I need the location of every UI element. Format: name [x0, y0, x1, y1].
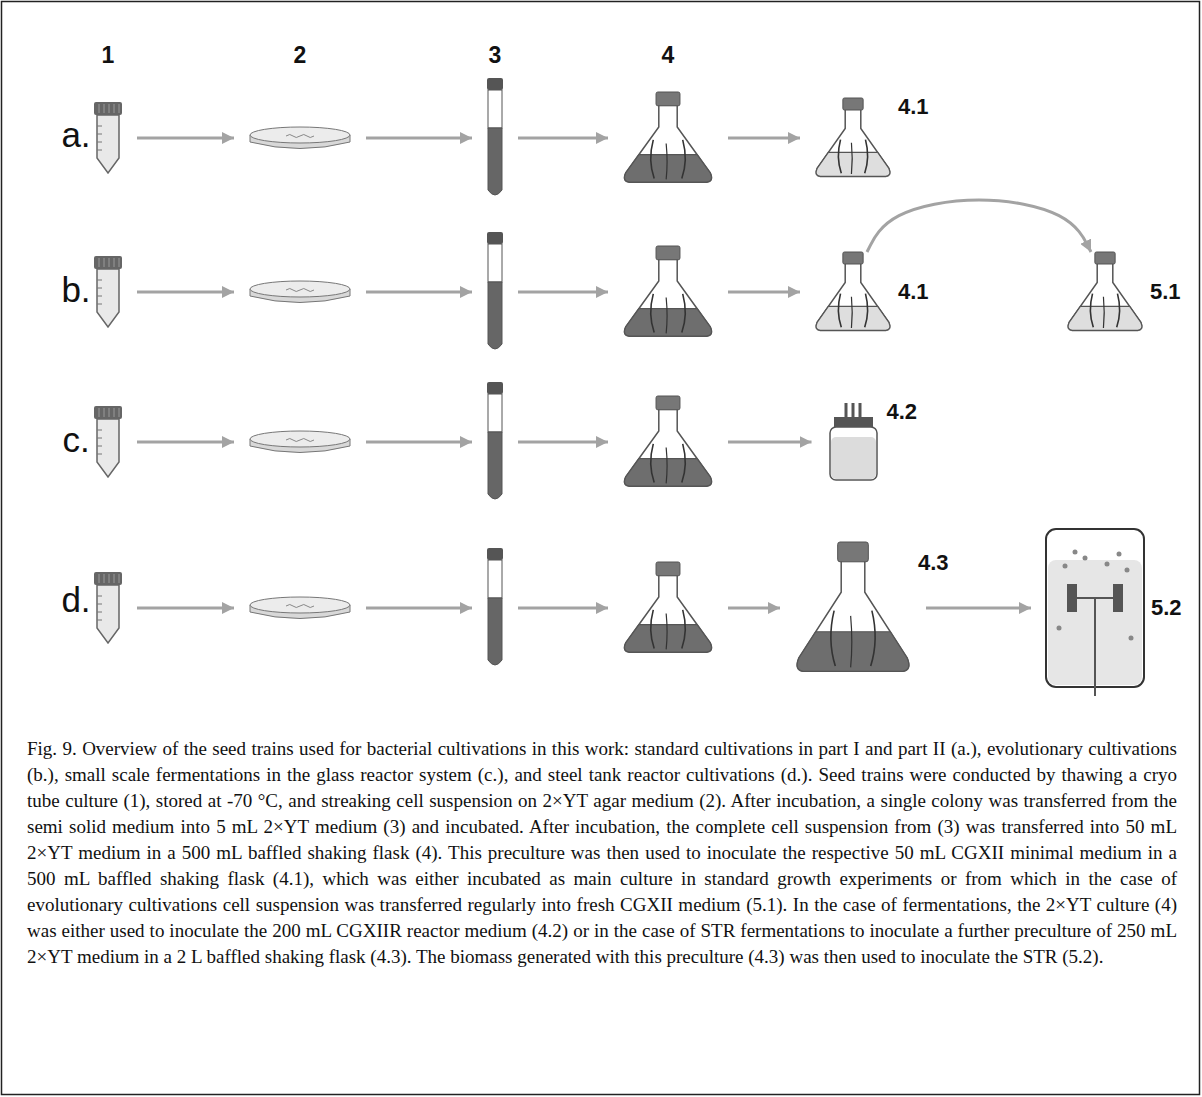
column-number: 1	[102, 42, 115, 68]
vessel-icon: 4.1	[800, 252, 906, 332]
vessel-drawing	[248, 595, 352, 621]
vessel-drawing	[622, 396, 714, 488]
vessel-icon	[472, 382, 518, 502]
row-letter: a.	[61, 115, 90, 154]
vessel-icon	[79, 256, 137, 328]
step-label-wrap: 5.1	[1150, 279, 1181, 305]
transfer-arrow	[518, 291, 608, 294]
vessel-icon: 4.1	[800, 98, 906, 178]
vessel-icon	[608, 396, 728, 488]
transfer-arrow	[366, 291, 472, 294]
column-number: 1	[102, 42, 115, 69]
vessel-icon	[234, 279, 366, 305]
step-label: 4.2	[887, 399, 918, 424]
vessel-icon	[472, 78, 518, 198]
transfer-arrow	[728, 607, 780, 610]
transfer-arrow	[518, 137, 608, 140]
column-number: 3	[489, 42, 502, 68]
vessel-icon	[472, 232, 518, 352]
transfer-arrow	[366, 137, 472, 140]
row-letter: a.	[61, 115, 90, 155]
column-number: 2	[294, 42, 307, 68]
vessel-icon: 5.2	[1031, 528, 1159, 688]
column-number: 3	[489, 42, 502, 69]
transfer-arrow	[366, 607, 472, 610]
step-label: 5.2	[1151, 595, 1182, 620]
row-letter: c.	[62, 420, 89, 460]
vessel-icon	[608, 562, 728, 654]
vessel-drawing	[93, 406, 123, 478]
vessel-drawing	[248, 429, 352, 455]
vessel-drawing	[248, 279, 352, 305]
vessel-icon: 4.2	[812, 403, 895, 481]
step-label-wrap: 4.3	[918, 550, 949, 576]
vessel-drawing	[486, 232, 504, 352]
transfer-arrow	[366, 441, 472, 444]
transfer-arrow	[728, 441, 812, 444]
vessel-icon: 4.3	[780, 542, 926, 674]
vessel-drawing	[93, 102, 123, 174]
vessel-icon	[608, 246, 728, 338]
vessel-icon	[234, 595, 366, 621]
column-number: 4	[662, 42, 675, 69]
vessel-drawing	[93, 256, 123, 328]
step-label: 4.1	[898, 94, 929, 119]
step-label-wrap: 4.2	[887, 399, 918, 425]
vessel-icon	[234, 429, 366, 455]
vessel-drawing	[622, 562, 714, 654]
vessel-drawing	[486, 382, 504, 502]
vessel-drawing	[794, 542, 912, 674]
vessel-drawing	[1045, 528, 1145, 688]
transfer-arrow	[867, 200, 1091, 252]
vessel-icon	[608, 92, 728, 184]
transfer-arrow	[926, 607, 1031, 610]
transfer-arrow	[728, 137, 800, 140]
transfer-arrow	[518, 441, 608, 444]
transfer-arrow	[137, 441, 234, 444]
vessel-drawing	[622, 92, 714, 184]
vessel-drawing	[248, 125, 352, 151]
vessel-drawing	[486, 78, 504, 198]
row-letter: d.	[61, 580, 90, 619]
figure-caption: Fig. 9. Overview of the seed trains used…	[27, 736, 1177, 970]
vessel-icon	[79, 406, 137, 478]
vessel-drawing	[1066, 252, 1144, 332]
column-number: 2	[294, 42, 307, 69]
vessel-drawing	[622, 246, 714, 338]
transfer-arrow	[137, 137, 234, 140]
row-letter: c.	[62, 420, 89, 459]
transfer-arrow	[137, 291, 234, 294]
row-letter: b.	[61, 270, 90, 310]
vessel-drawing	[826, 403, 881, 481]
vessel-drawing	[486, 548, 504, 668]
transfer-arrow	[728, 291, 800, 294]
row-letter: b.	[61, 270, 90, 309]
step-label: 5.1	[1150, 279, 1181, 304]
vessel-icon	[79, 572, 137, 644]
transfer-arrow	[518, 607, 608, 610]
step-label-wrap: 4.1	[898, 94, 929, 120]
vessel-icon	[234, 125, 366, 151]
vessel-drawing	[93, 572, 123, 644]
step-label-wrap: 4.1	[898, 279, 929, 305]
step-label: 4.3	[918, 550, 949, 575]
vessel-icon: 5.1	[1052, 252, 1158, 332]
step-label: 4.1	[898, 279, 929, 304]
vessel-drawing	[814, 252, 892, 332]
vessel-drawing	[814, 98, 892, 178]
vessel-icon	[472, 548, 518, 668]
transfer-arrow	[137, 607, 234, 610]
step-label-wrap: 5.2	[1151, 595, 1182, 621]
row-letter: d.	[61, 580, 90, 620]
column-number: 4	[662, 42, 675, 68]
vessel-icon	[79, 102, 137, 174]
